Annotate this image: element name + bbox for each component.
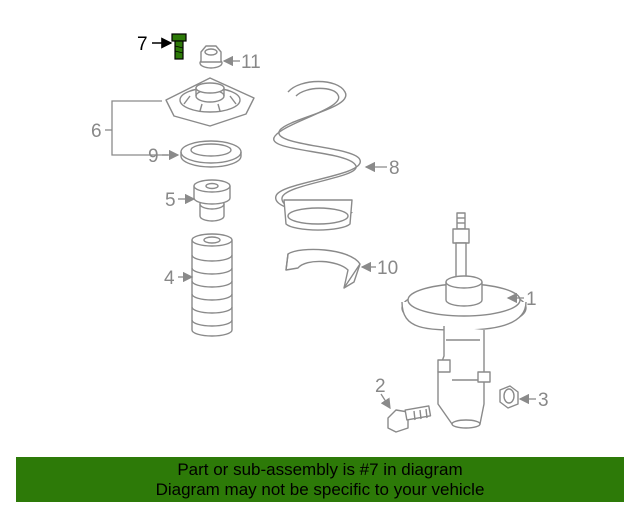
- bump-stop-5: [193, 179, 231, 222]
- banner-line-2: Diagram may not be specific to your vehi…: [155, 480, 485, 499]
- callout-2: 2: [375, 376, 386, 397]
- spring-insulator-10: [285, 248, 361, 289]
- nut-3: [499, 385, 519, 409]
- callout-1: 1: [526, 289, 537, 310]
- coil-spring-8: [273, 80, 361, 231]
- callout-4: 4: [164, 268, 175, 289]
- nut-11: [199, 45, 223, 69]
- bolt-7-highlighted[interactable]: [171, 33, 187, 60]
- info-banner: Part or sub-assembly is #7 in diagram Di…: [16, 457, 624, 502]
- callout-10: 10: [377, 258, 398, 279]
- callout-8: 8: [389, 158, 400, 179]
- strut-assembly-1: [401, 212, 527, 429]
- bracket-6-9: [111, 100, 168, 156]
- callout-11: 11: [241, 52, 261, 73]
- bearing-9: [180, 140, 242, 168]
- strut-mount-6: [165, 77, 255, 127]
- callout-9: 9: [148, 146, 159, 167]
- callout-3: 3: [538, 390, 549, 411]
- bolt-2: [387, 405, 432, 433]
- callout-7: 7: [137, 34, 148, 55]
- leader-2: [380, 393, 391, 410]
- banner-line-1: Part or sub-assembly is #7 in diagram: [177, 460, 463, 479]
- callout-6: 6: [91, 121, 102, 142]
- callout-5: 5: [165, 190, 176, 211]
- dust-boot-4: [191, 233, 233, 337]
